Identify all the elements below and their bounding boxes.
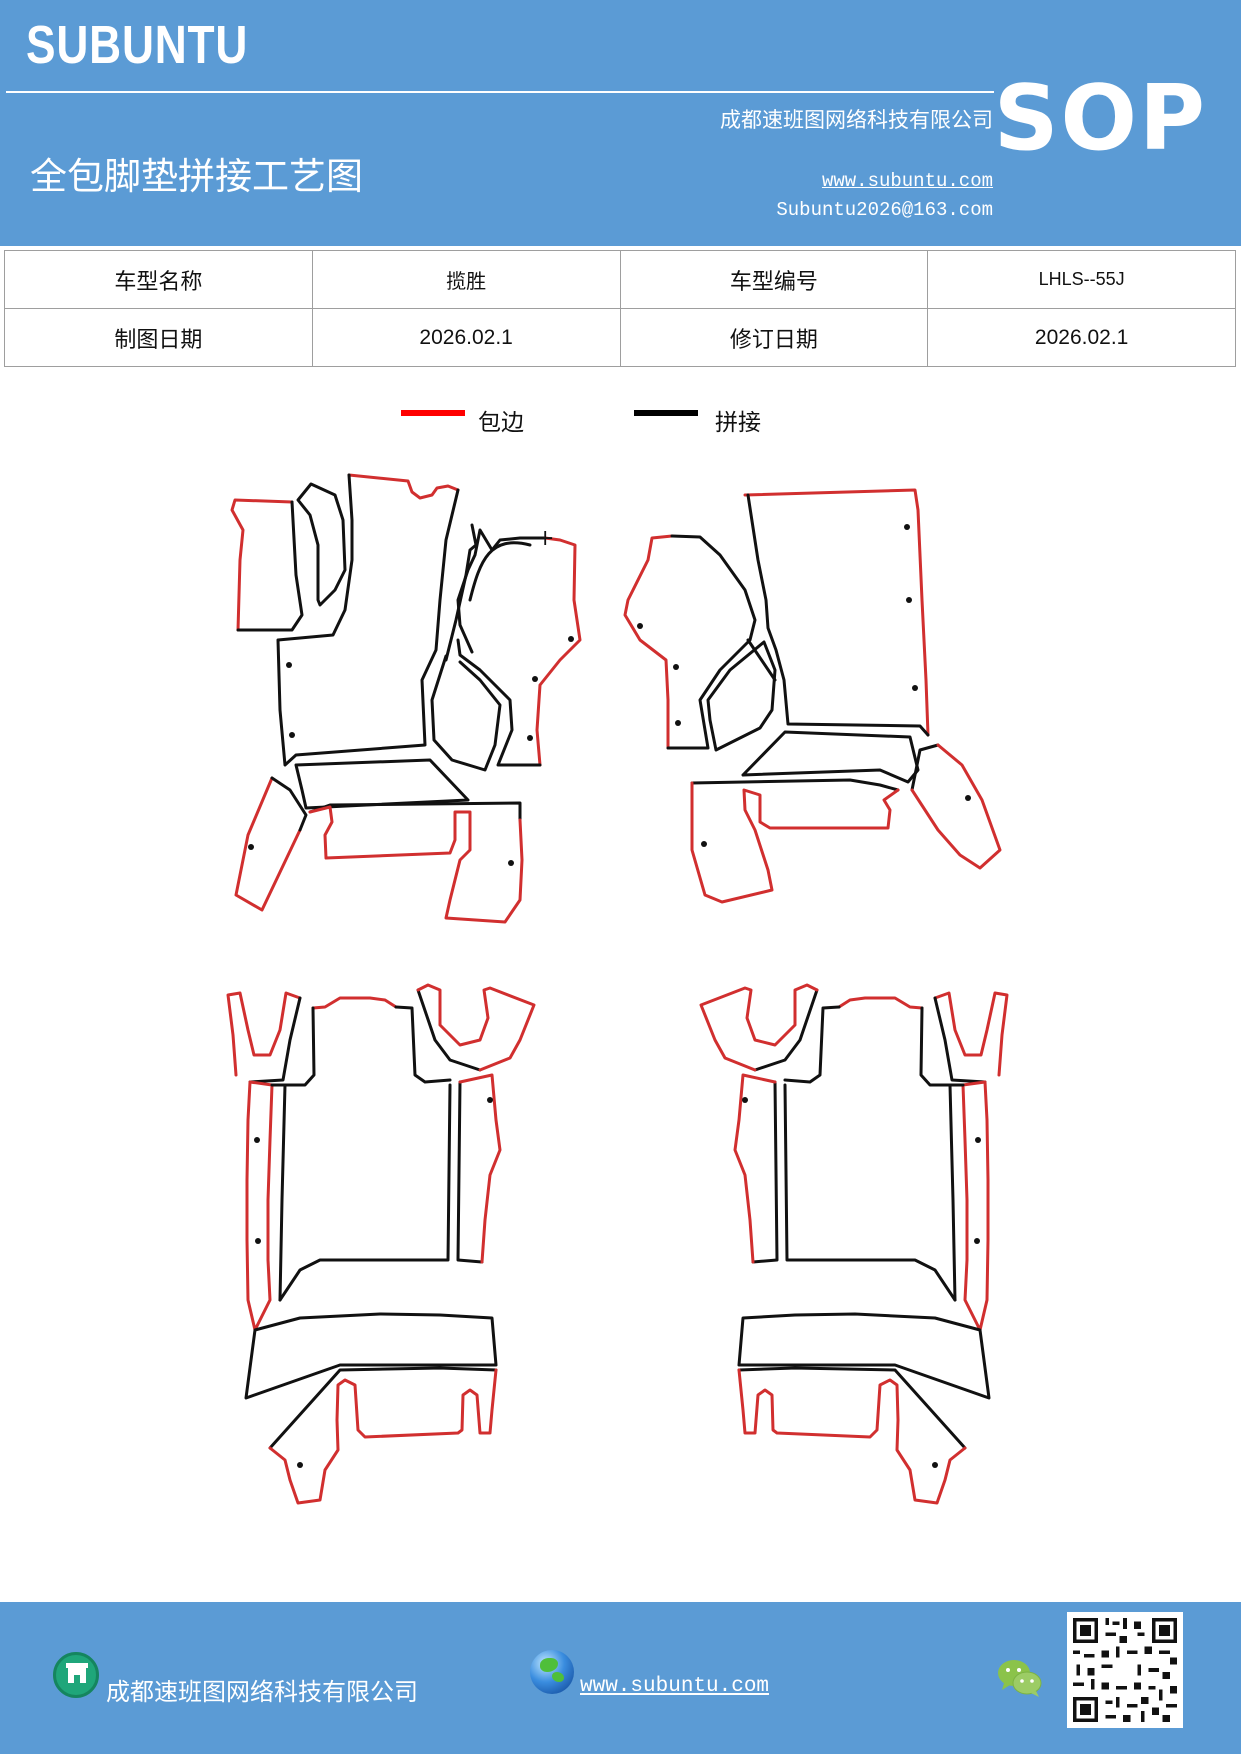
header-website-link[interactable]: www.subuntu.com: [821, 170, 993, 192]
value-draw-date: 2026.02.1: [311, 308, 621, 367]
mat-seam: [294, 758, 470, 810]
mat-seam: [268, 1366, 498, 1450]
front-right-mat-set: [623, 488, 1002, 904]
mat-seam: [783, 1005, 841, 1084]
vehicle-info-table: 车型名称 揽胜 车型编号 LHLS--55J 制图日期 2026.02.1 修订…: [4, 250, 1236, 367]
mat-edge: [961, 1080, 990, 1332]
header-divider: [6, 91, 994, 93]
value-model-name: 揽胜: [311, 250, 621, 309]
rear-right-mat-set: [699, 983, 1009, 1505]
footer: 成都速班图网络科技有限公司 www.subuntu.com: [0, 1602, 1241, 1754]
mat-seam: [270, 776, 308, 832]
mat-seam: [394, 1005, 452, 1084]
mat-edge: [737, 1368, 967, 1505]
mat-edge: [347, 473, 460, 500]
value-model-code: LHLS--55J: [927, 250, 1236, 309]
mat-seam: [296, 482, 347, 607]
mat-seam: [244, 1312, 498, 1400]
header-company: 成都速班图网络科技有限公司: [720, 108, 993, 132]
mat-seam: [933, 996, 987, 1084]
rear-left-mat-set: [226, 983, 536, 1505]
mat-seam: [783, 1083, 957, 1302]
mat-edge: [910, 743, 1002, 870]
seam-mark: +: [536, 526, 554, 551]
mat-seam: [690, 778, 900, 792]
mat-edge: [311, 996, 398, 1010]
mat-seam: [741, 730, 920, 784]
footer-website-link[interactable]: www.subuntu.com: [580, 1675, 770, 1698]
header-email: Subuntu2026@163.com: [776, 199, 993, 221]
mat-seam: [746, 493, 930, 737]
mat-seam: [948, 1083, 965, 1302]
mat-edge: [234, 776, 302, 912]
legend-seam-swatch: [634, 410, 698, 416]
sop-badge: SOP: [993, 66, 1207, 171]
mat-seam: [456, 638, 542, 767]
mat-edge: [743, 488, 930, 737]
mat-edge: [699, 983, 819, 1072]
mat-seam: [248, 996, 302, 1084]
mat-seam: [666, 534, 757, 750]
header: SUBUNTU 成都速班图网络科技有限公司 全包脚垫拼接工艺图 www.subu…: [0, 0, 1241, 246]
mat-edge: [226, 991, 302, 1077]
label-model-code: 车型编号: [619, 250, 929, 309]
mat-edge: [458, 1073, 502, 1264]
mat-edge: [733, 1073, 777, 1264]
mat-seam: [276, 473, 460, 767]
mat-seam: [468, 541, 532, 602]
mat-seam: [456, 1080, 484, 1264]
front-left-mat-set: +: [230, 473, 582, 924]
document-title: 全包脚垫拼接工艺图: [30, 155, 363, 198]
label-revision-date: 修订日期: [619, 308, 929, 367]
wechat-icon[interactable]: [996, 1656, 1044, 1700]
mat-seam: [910, 743, 940, 792]
building-icon: [53, 1652, 99, 1698]
mat-edge: [416, 983, 536, 1072]
mat-seam: [737, 1312, 991, 1400]
mat-seam: [737, 1366, 967, 1450]
mat-seam: [308, 801, 522, 822]
mat-edge: [623, 534, 674, 750]
mat-seam: [430, 654, 502, 772]
legend-seam-label: 拼接: [715, 410, 761, 436]
mat-seam: [751, 1080, 779, 1264]
legend-edge-label: 包边: [478, 410, 524, 436]
mat-seam: [278, 1083, 452, 1302]
footer-company: 成都速班图网络科技有限公司: [106, 1678, 418, 1706]
mat-edge: [933, 991, 1009, 1077]
floor-mat-diagram: +: [226, 473, 1009, 1505]
qr-code: [1067, 1612, 1183, 1728]
value-revision-date: 2026.02.1: [927, 308, 1236, 367]
label-model-name: 车型名称: [4, 250, 313, 309]
mat-edge: [535, 536, 582, 767]
mat-edge: [245, 1080, 274, 1332]
table-row: 车型名称 揽胜 车型编号 LHLS--55J: [4, 250, 1236, 309]
mat-edge: [230, 498, 294, 632]
label-draw-date: 制图日期: [4, 308, 313, 367]
mat-seam: [236, 500, 304, 632]
mat-seam: [283, 1006, 316, 1087]
mat-seam: [919, 1006, 952, 1087]
legend-edge-swatch: [401, 410, 465, 416]
mat-edge: [308, 805, 524, 924]
mat-edge: [690, 781, 900, 904]
brand-logo: SUBUNTU: [26, 15, 249, 75]
mat-seam: [706, 640, 777, 752]
globe-icon: [530, 1650, 574, 1694]
mat-seam: [270, 1083, 287, 1302]
mat-seam: [753, 988, 819, 1072]
mat-edge: [268, 1368, 498, 1505]
table-row: 制图日期 2026.02.1 修订日期 2026.02.1: [4, 308, 1236, 367]
mat-seam: [444, 523, 478, 662]
mat-seam: [746, 638, 777, 682]
mat-seam: [416, 988, 482, 1072]
mat-edge: [837, 996, 924, 1010]
